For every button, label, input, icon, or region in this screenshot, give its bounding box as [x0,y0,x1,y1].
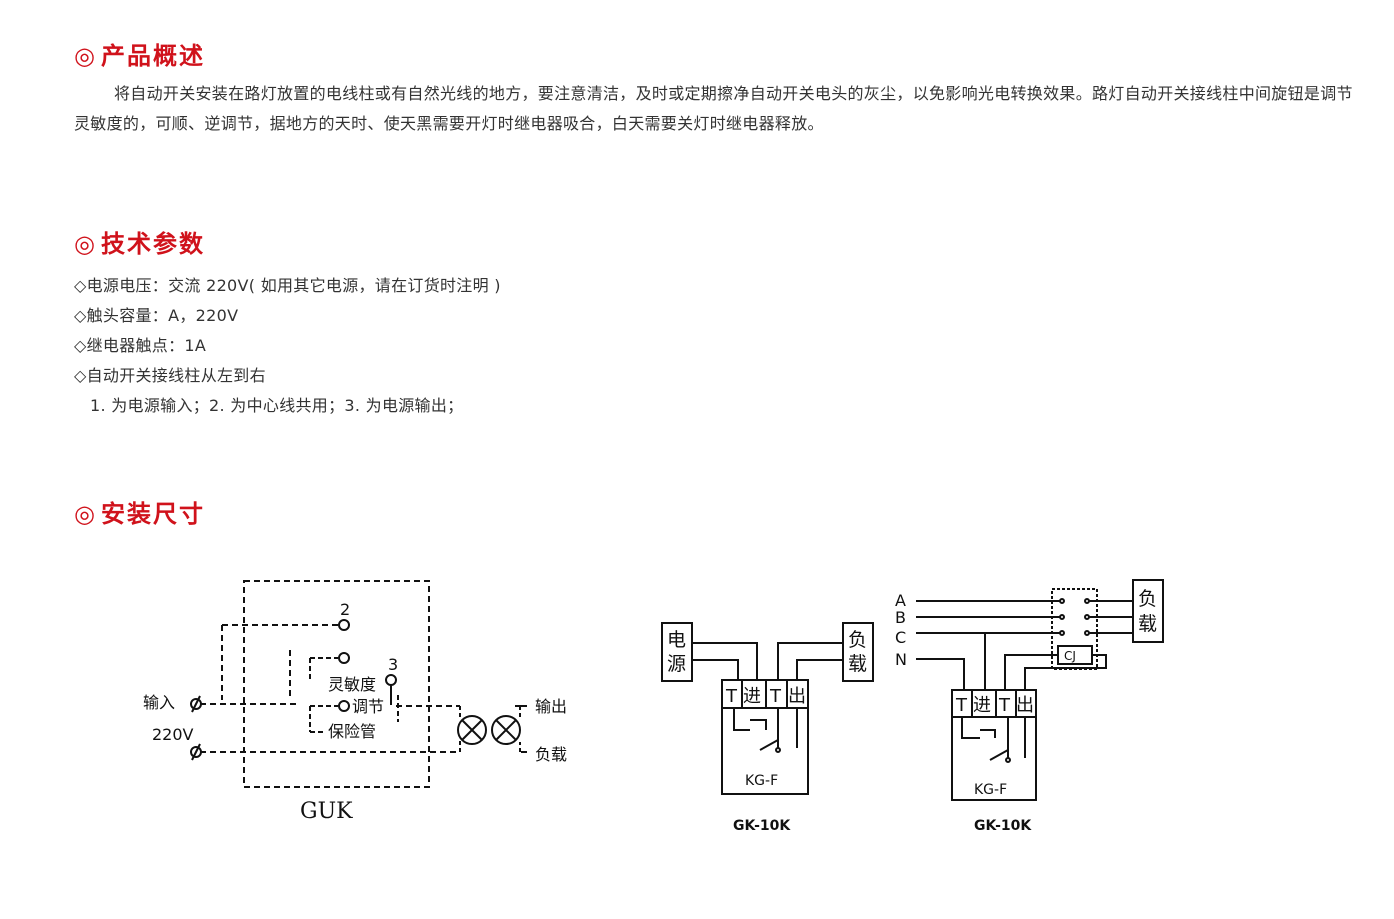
terminal-3-icon [385,674,397,686]
terminal-2-label: 2 [340,600,350,619]
gk10k-single-diagram [661,622,874,795]
power-label: 电 [667,629,686,651]
label-output: 输出 [535,697,567,716]
spec-item: ◇自动开关接线柱从左到右 [74,366,266,385]
label-adjust: 调节 [352,697,384,716]
load-label: 负 [1138,588,1157,610]
guk-diagram [190,580,527,788]
kgf-box [951,689,1037,801]
load-box [1132,579,1164,643]
power-box [661,622,693,682]
spec-item: ◇触头容量：A，220V [74,306,239,325]
circle-mark-icon: ◎ [74,230,97,258]
gk10k-threephase-diagram [916,579,1164,801]
terminal-label: T [725,686,738,707]
terminal-3-label: 3 [388,655,398,674]
install-title: 安装尺寸 [100,500,205,528]
input-terminal-icon [190,698,202,710]
section-title-overview: ◎产品概述 [74,36,205,71]
label-fuse: 保险管 [328,722,376,741]
circle-mark-icon: ◎ [74,42,97,70]
contactor-label: CJ [1064,649,1076,663]
label-load: 负载 [535,745,567,764]
lamp-icon [457,715,487,745]
spec-item: ◇电源电压：交流 220V( 如用其它电源，请在订货时注明 ) [74,276,501,295]
terminal-label: 出 [1016,695,1034,716]
kgf-label: KG-F [745,773,778,789]
load-label: 载 [1138,613,1157,635]
terminal-label: T [769,686,782,707]
phase-label: A [895,591,906,610]
terminal-2-icon [338,619,350,631]
phase-label: B [895,608,906,627]
power-label: 源 [667,653,686,675]
specs-list: ◇电源电压：交流 220V( 如用其它电源，请在订货时注明 ) ◇触头容量：A，… [74,271,501,421]
terminal-label: T [955,695,968,716]
sensitivity-terminal-icon [338,652,350,664]
lamp-icon [491,715,521,745]
model-label: GK-10K [974,818,1032,834]
overview-paragraph: 将自动开关安装在路灯放置的电线柱或有自然光线的地方，要注意清洁，及时或定期擦净自… [74,79,1354,139]
circle-mark-icon: ◎ [74,500,97,528]
spec-item: ◇继电器触点：1A [74,336,207,355]
guk-model-label: GUK [300,799,353,824]
label-input: 输入 [143,693,175,712]
load-box [842,622,874,682]
phase-label: C [895,628,906,647]
section-title-install: ◎安装尺寸 [74,494,205,529]
terminal-label: 进 [973,695,991,716]
spec-sub-item: 1. 为电源输入；2. 为中心线共用；3. 为电源输出； [90,396,464,415]
terminal-label: T [998,695,1011,716]
terminal-label: 进 [743,686,761,707]
overview-title: 产品概述 [100,42,205,70]
label-sensitivity: 灵敏度 [328,675,376,694]
terminal-label: 出 [788,686,806,707]
guk-dashed-box [243,580,430,788]
adjust-terminal-icon [338,700,350,712]
load-label: 载 [848,653,867,675]
input-terminal-icon [190,746,202,758]
section-title-specs: ◎技术参数 [74,224,205,259]
specs-title: 技术参数 [100,230,205,258]
phase-label: N [895,650,907,669]
overview-text: 将自动开关安装在路灯放置的电线柱或有自然光线的地方，要注意清洁，及时或定期擦净自… [74,84,1353,133]
model-label: GK-10K [733,818,791,834]
label-voltage: 220V [152,725,194,744]
load-label: 负 [848,629,867,651]
kgf-label: KG-F [974,782,1007,798]
